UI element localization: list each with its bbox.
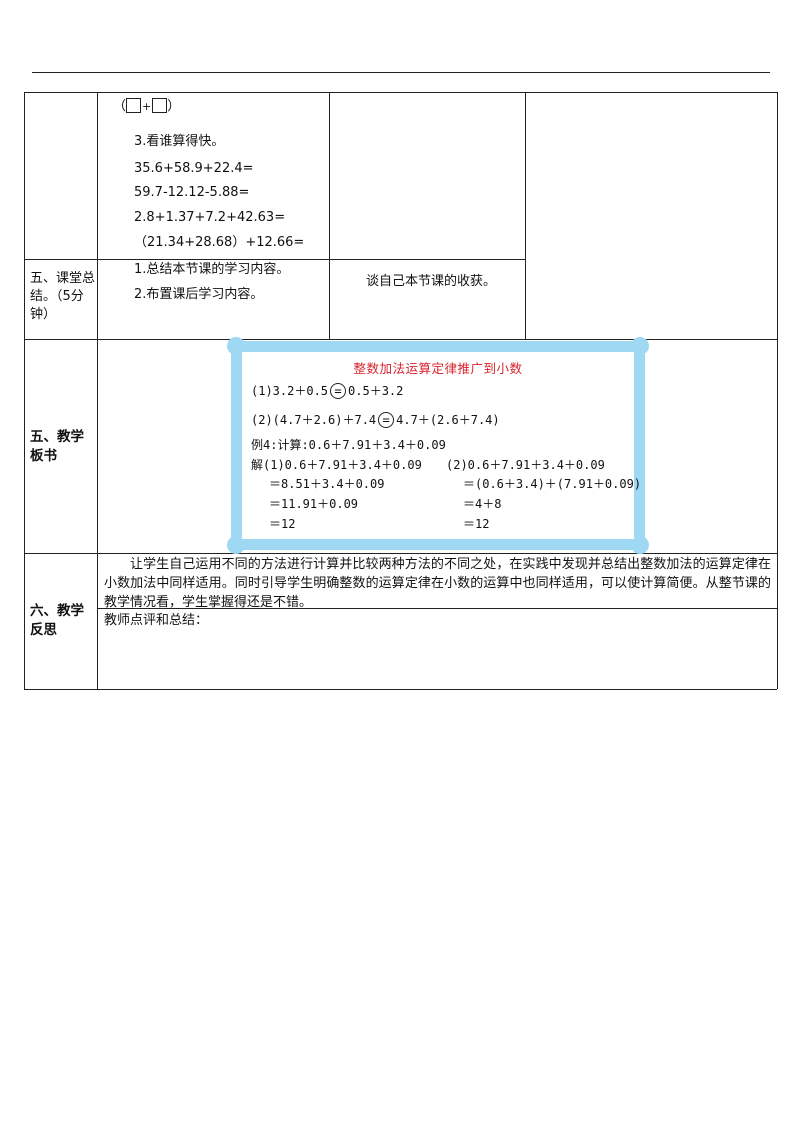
reflection-text: 让学生自己运用不同的方法进行计算并比较两种方法的不同之处，在实践中发现并总结出整… bbox=[104, 557, 771, 610]
blackboard-image: 整数加法运算定律推广到小数 (1)3.2＋0.5=0.5＋3.2 (2)(4.7… bbox=[227, 337, 649, 554]
board-inner bbox=[242, 352, 634, 539]
exercise-2: 59.7-12.12-5.88= bbox=[134, 185, 250, 200]
open-paren: （ bbox=[113, 99, 127, 114]
board-label: 五、教学板书 bbox=[30, 429, 84, 464]
board-right-step-2: ＝(0.6＋3.4)＋(7.91＋0.09) bbox=[463, 477, 642, 491]
blank-box-2 bbox=[152, 98, 168, 113]
corner-deco-tl bbox=[227, 337, 245, 355]
board-left-step-1: 解(1)0.6＋7.91＋3.4＋0.09 bbox=[251, 458, 422, 472]
board-title: 整数加法运算定律推广到小数 bbox=[353, 361, 523, 376]
circled-equals-2: = bbox=[378, 412, 395, 428]
board-right-step-3: ＝4＋8 bbox=[463, 497, 502, 511]
summary-student: 谈自己本节课的收获。 bbox=[366, 274, 497, 289]
circled-equals-1: = bbox=[330, 383, 347, 399]
corner-deco-tr bbox=[631, 337, 649, 355]
corner-deco-bl bbox=[227, 536, 245, 554]
board-left-step-4: ＝12 bbox=[269, 517, 296, 531]
plus-sign: + bbox=[142, 100, 152, 113]
summary-teacher-2: 2.布置课后学习内容。 bbox=[134, 287, 264, 302]
board-example: 例4:计算:0.6＋7.91＋3.4＋0.09 bbox=[251, 438, 446, 452]
fill-in-expression: （ + ） bbox=[113, 98, 180, 115]
blank-box-1 bbox=[126, 98, 142, 113]
reflection-label: 六、教学反思 bbox=[30, 603, 84, 638]
board-line-1: (1)3.2＋0.5=0.5＋3.2 bbox=[251, 383, 404, 399]
corner-deco-br bbox=[631, 536, 649, 554]
board-left-step-3: ＝11.91＋0.09 bbox=[269, 497, 359, 511]
close-paren: ） bbox=[167, 99, 181, 114]
teacher-comment-label: 教师点评和总结： bbox=[104, 613, 209, 628]
summary-label: 五、课堂总结。（5分钟） bbox=[30, 271, 96, 322]
board-left-step-2: ＝8.51＋3.4＋0.09 bbox=[269, 477, 385, 491]
summary-teacher-1: 1.总结本节课的学习内容。 bbox=[134, 262, 290, 277]
task-title: 3.看谁算得快。 bbox=[134, 134, 225, 149]
exercise-1: 35.6+58.9+22.4= bbox=[134, 161, 254, 176]
board-right-step-1: (2)0.6＋7.91＋3.4＋0.09 bbox=[446, 458, 605, 472]
board-line-2: (2)(4.7＋2.6)＋7.4=4.7＋(2.6＋7.4) bbox=[251, 412, 500, 428]
exercise-4: （21.34+28.68）+12.66= bbox=[134, 235, 305, 250]
board-right-step-4: ＝12 bbox=[463, 517, 490, 531]
header-rule bbox=[32, 72, 770, 73]
exercise-3: 2.8+1.37+7.2+42.63= bbox=[134, 210, 286, 225]
